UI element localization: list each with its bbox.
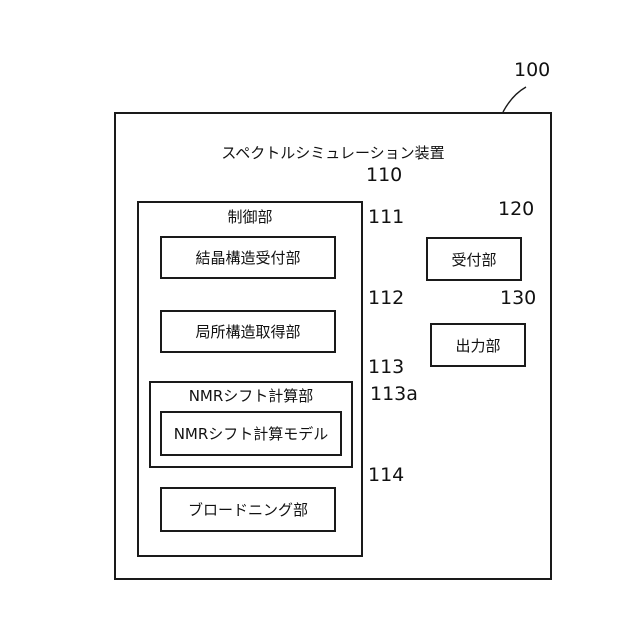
- broadening-label: ブロードニング部: [188, 499, 308, 520]
- nmr-shift-model-box: NMRシフト計算モデル: [160, 411, 342, 456]
- ref-113a: 113a: [370, 385, 418, 404]
- ref-114: 114: [368, 466, 404, 485]
- local-structure-acquirer-box: 局所構造取得部: [160, 310, 336, 353]
- device-title: スペクトルシミュレーション装置: [116, 146, 550, 161]
- broadening-box: ブロードニング部: [160, 487, 336, 532]
- ref-111: 111: [368, 208, 404, 227]
- ref-113: 113: [368, 358, 404, 377]
- nmr-shift-calculator-label: NMRシフト計算部: [151, 389, 351, 404]
- receiver-unit-label: 受付部: [451, 249, 496, 270]
- ref-120: 120: [498, 200, 534, 219]
- output-unit-box: 出力部: [430, 323, 526, 367]
- local-structure-acquirer-label: 局所構造取得部: [195, 321, 300, 342]
- receiver-unit-box: 受付部: [426, 237, 522, 281]
- control-unit-title: 制御部: [139, 210, 361, 225]
- ref-110: 110: [366, 166, 402, 185]
- output-unit-label: 出力部: [455, 335, 500, 356]
- leader-line-100: [503, 87, 526, 112]
- nmr-shift-model-label: NMRシフト計算モデル: [174, 423, 329, 444]
- ref-130: 130: [500, 289, 536, 308]
- ref-100: 100: [514, 61, 550, 80]
- ref-112: 112: [368, 289, 404, 308]
- crystal-structure-receiver-box: 結晶構造受付部: [160, 236, 336, 279]
- crystal-structure-receiver-label: 結晶構造受付部: [195, 247, 300, 268]
